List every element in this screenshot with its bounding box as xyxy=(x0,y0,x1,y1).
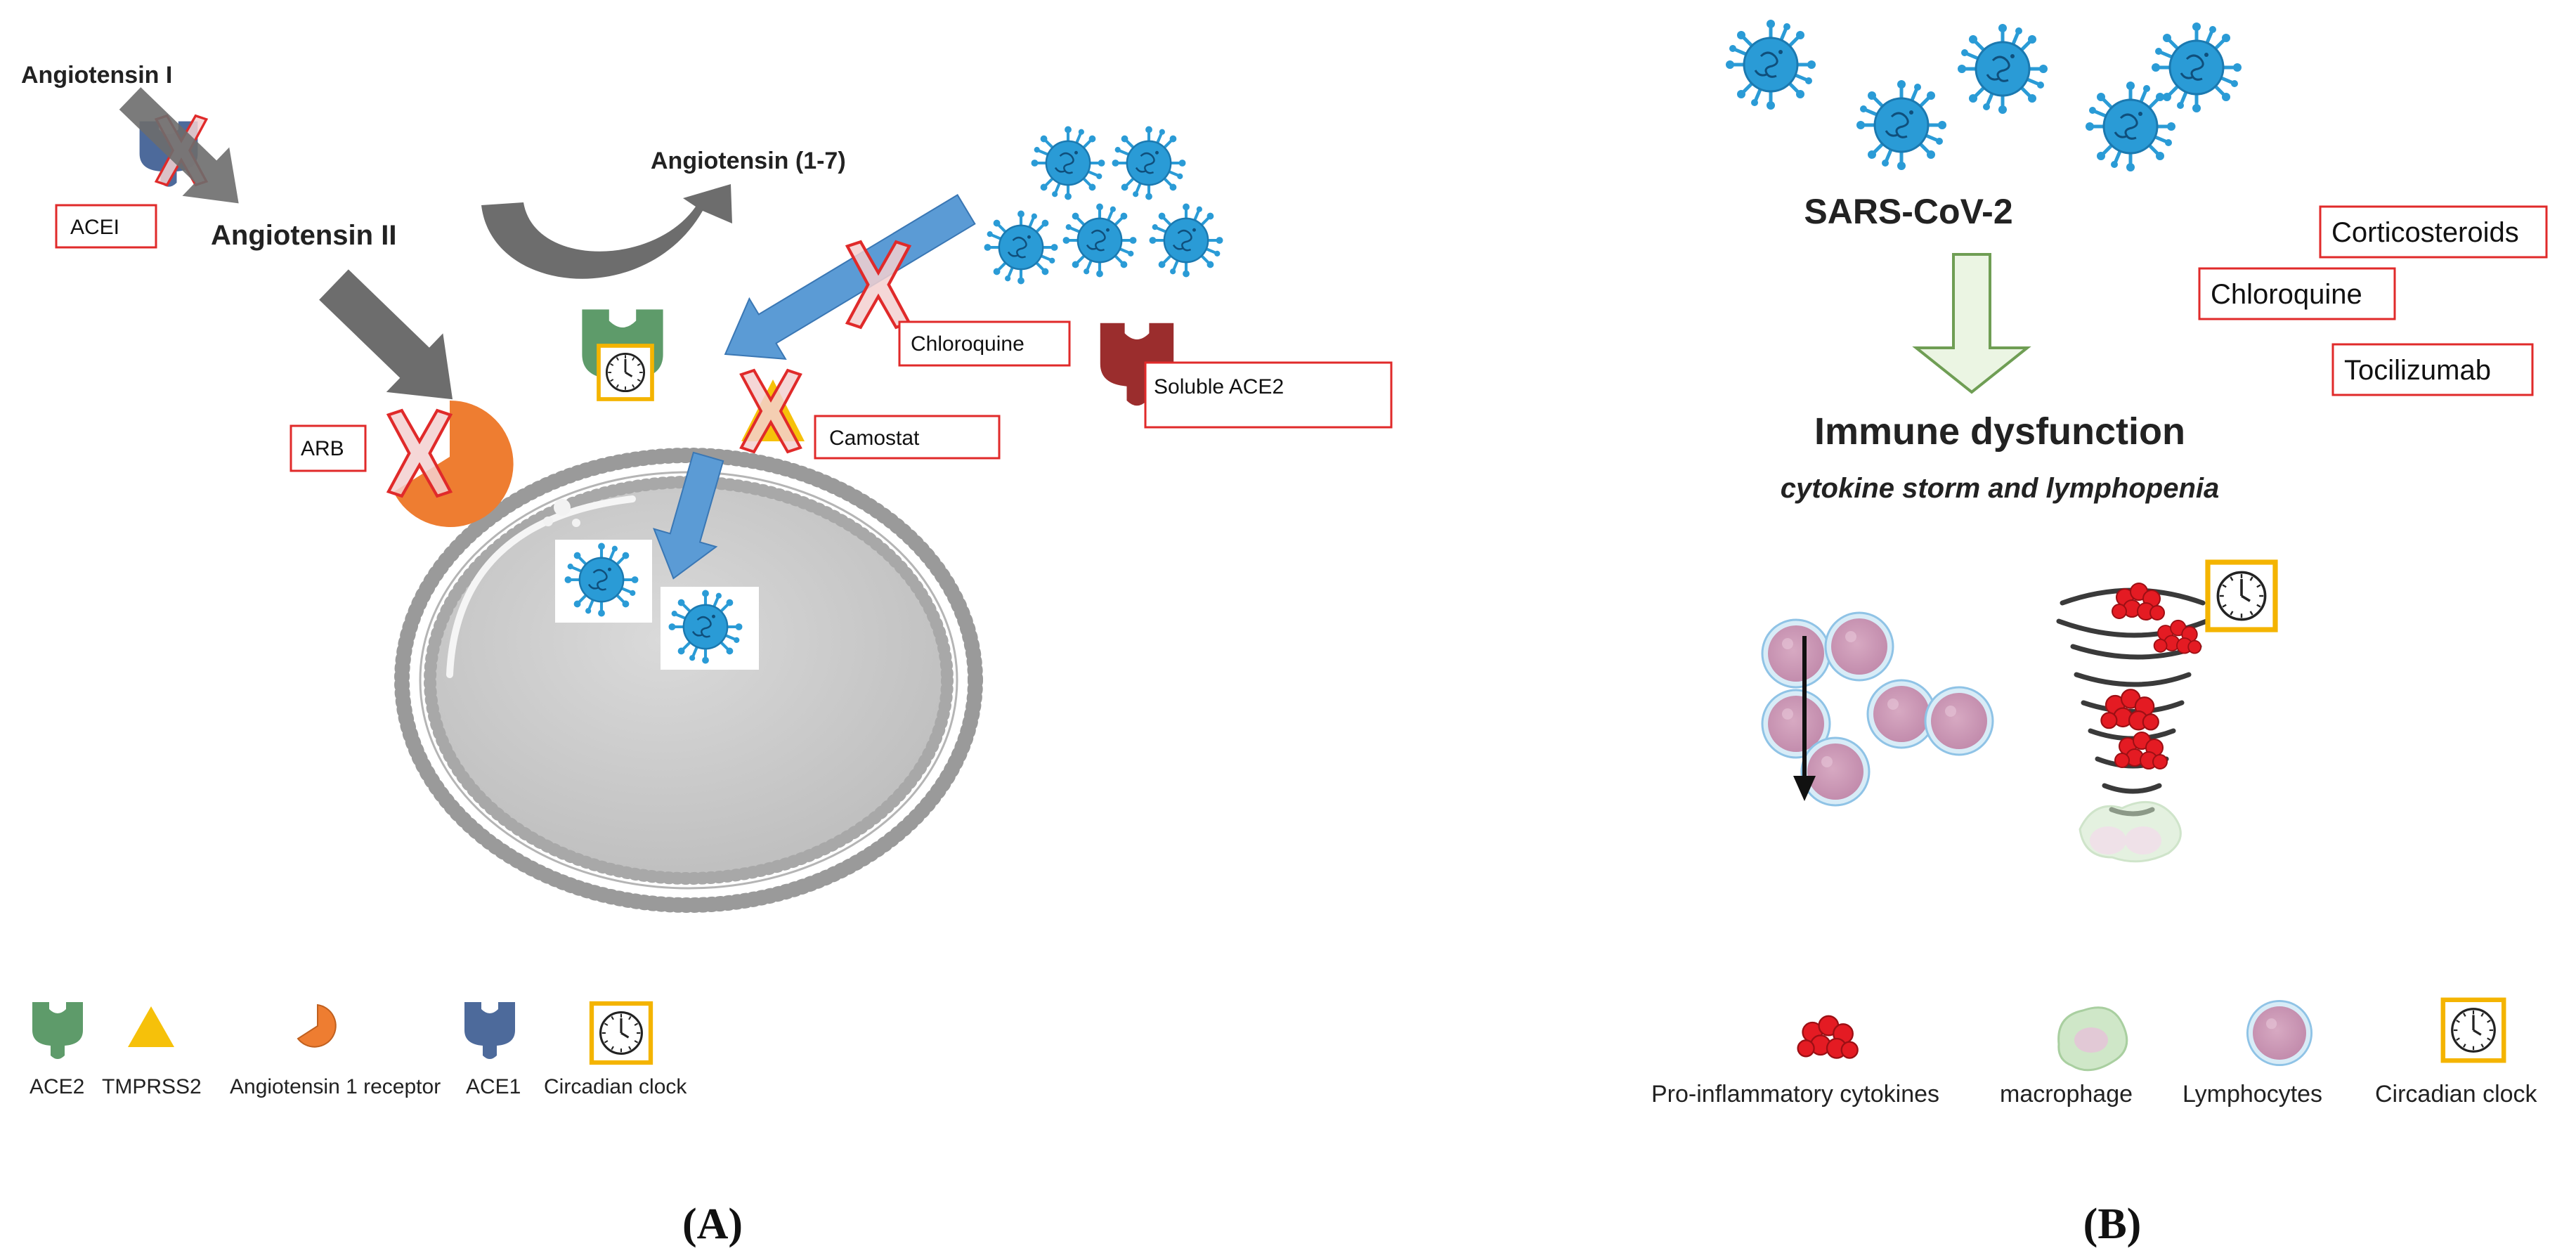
virus-icon xyxy=(1063,204,1137,278)
legend-a-clock-label: Circadian clock xyxy=(544,1075,687,1098)
drug-label-soluble-ace2: Soluble ACE2 xyxy=(1154,375,1284,398)
angiotensin-1-label: Angiotensin I xyxy=(21,62,172,89)
legend-b-lymphocyte-label: Lymphocytes xyxy=(2183,1081,2322,1108)
virus-icon xyxy=(1726,20,1816,110)
drug-label-arb: ARB xyxy=(301,437,344,460)
legend-b-lymphocyte-icon xyxy=(2246,999,2313,1067)
lymphocyte-icon xyxy=(1761,618,1831,689)
virus-icon xyxy=(2152,22,2242,112)
drug-label-chloroquine-b: Chloroquine xyxy=(2211,279,2362,310)
legend-a-at1-receptor-icon xyxy=(297,1004,337,1048)
drug-label-chloroquine: Chloroquine xyxy=(911,332,1024,356)
legend-a-tmprss2-icon xyxy=(128,1006,174,1047)
sars-cov-2-viruses xyxy=(1726,20,2242,171)
drug-box-acei: ACEI xyxy=(55,204,157,249)
angiotensin-2-label: Angiotensin II xyxy=(211,220,396,251)
arrow-virus-to-ace2 xyxy=(724,194,976,360)
lymphocyte-icon xyxy=(1924,686,1994,756)
legend-a-clock-icon xyxy=(592,1004,651,1063)
ace2-clock-icon xyxy=(599,346,652,399)
macrophage-faded-icon xyxy=(2079,800,2182,863)
drug-box-soluble-ace2: Soluble ACE2 xyxy=(1144,361,1393,429)
drug-box-tocilizumab: Tocilizumab xyxy=(2331,343,2534,396)
drug-box-corticosteroids: Corticosteroids xyxy=(2319,205,2548,259)
storm-clock-icon xyxy=(2208,562,2275,630)
virus-icon xyxy=(2086,82,2175,171)
arrow-ang2-to-ang1-7 xyxy=(481,184,732,279)
legend-a-at1-receptor-label: Angiotensin 1 receptor xyxy=(230,1075,441,1098)
title-immune-dysfunction: Immune dysfunction xyxy=(1814,410,2185,453)
lymphopenia-down-arrow xyxy=(1793,636,1816,801)
intracellular-viruses xyxy=(555,540,759,670)
virus-name: SARS-CoV-2 xyxy=(1804,192,2012,231)
legend-a-ace1-icon xyxy=(464,1002,515,1059)
arrow-virus-entry xyxy=(653,451,724,580)
legend-b: Pro-inflammatory cytokines macrophage Ly… xyxy=(1651,1000,2538,1108)
legend-a-ace1-label: ACE1 xyxy=(466,1075,521,1098)
panel-label-a: (A) xyxy=(682,1200,743,1248)
drug-box-chloroquine-b: Chloroquine xyxy=(2198,267,2396,320)
arrow-ang1-to-ang2 xyxy=(119,87,239,204)
panel-b: SARS-CoV-2 Immune dysfunction cytokine s… xyxy=(1651,20,2548,1248)
drug-label-tocilizumab: Tocilizumab xyxy=(2344,355,2491,386)
drug-box-camostat: Camostat xyxy=(814,415,1001,460)
subtitle-cytokine-storm: cytokine storm and lymphopenia xyxy=(1781,473,2220,504)
virus-icon xyxy=(984,211,1058,285)
legend-b-clock-label: Circadian clock xyxy=(2375,1081,2538,1108)
virus-icon xyxy=(565,543,639,617)
virus-icon xyxy=(669,590,743,664)
angiotensin-1-7-label: Angiotensin (1-7) xyxy=(651,148,846,174)
virus-icon xyxy=(1150,204,1223,278)
lymphopenia-cluster xyxy=(1761,611,1994,807)
drug-label-camostat: Camostat xyxy=(829,427,920,450)
legend-a-tmprss2-label: TMPRSS2 xyxy=(102,1075,202,1098)
drug-label-acei: ACEI xyxy=(70,216,119,239)
lymphocyte-icon xyxy=(1800,736,1871,807)
virus-icon xyxy=(1032,126,1105,200)
arrow-ang2-to-at1r xyxy=(319,269,453,400)
panel-a: Angiotensin I Angiotensin II Angiotensin… xyxy=(21,62,1393,1248)
legend-a-ace2-label: ACE2 xyxy=(30,1075,84,1098)
drug-box-chloroquine: Chloroquine xyxy=(898,320,1071,367)
down-arrow xyxy=(1912,253,2031,394)
legend-b-clock-icon xyxy=(2443,1000,2504,1060)
virus-icon xyxy=(1856,80,1946,170)
extracellular-viruses xyxy=(984,126,1223,285)
legend-b-cytokine-icon xyxy=(1797,1015,1859,1059)
lymphocyte-icon xyxy=(1824,611,1894,682)
legend-b-macrophage-label: macrophage xyxy=(2000,1081,2133,1108)
drug-box-arb: ARB xyxy=(290,424,367,472)
virus-icon xyxy=(1112,126,1186,200)
legend-b-macrophage-icon xyxy=(2057,1006,2128,1072)
legend-a: ACE2 TMPRSS2 Angiotensin 1 receptor ACE1… xyxy=(30,1002,687,1098)
legend-b-cytokine-label: Pro-inflammatory cytokines xyxy=(1651,1081,1939,1108)
virus-icon xyxy=(1958,24,2048,114)
legend-a-ace2-icon xyxy=(32,1002,83,1059)
panel-label-b: (B) xyxy=(2083,1200,2142,1248)
at1-receptor-icon xyxy=(393,400,514,527)
drug-label-corticosteroids: Corticosteroids xyxy=(2331,217,2519,248)
